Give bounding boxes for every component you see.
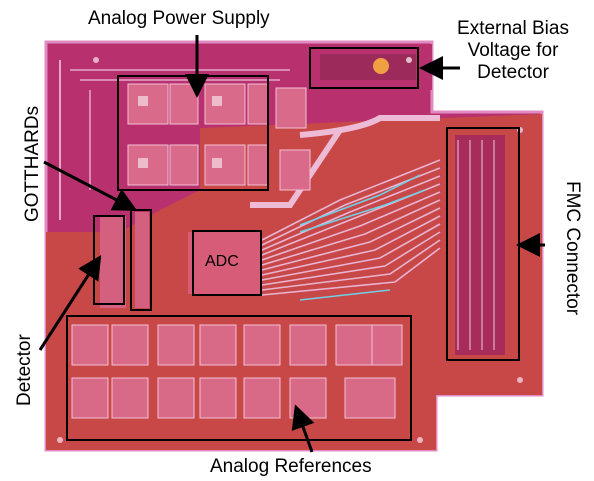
gotthards-box — [130, 209, 152, 311]
label-external-bias-line3: Detector — [477, 62, 549, 83]
arrow-detector — [38, 254, 102, 351]
label-fmc-connector: FMC Connector — [562, 181, 583, 316]
external-bias-box — [309, 47, 419, 89]
label-detector: Detector — [14, 334, 35, 406]
label-external-bias-line1: External Bias — [457, 18, 569, 39]
label-analog-references: Analog References — [210, 456, 372, 477]
adc-box — [192, 230, 262, 296]
label-analog-power-supply: Analog Power Supply — [88, 8, 270, 29]
label-gotthards: GOTTHARDs — [22, 105, 43, 222]
label-adc: ADC — [205, 253, 239, 270]
label-external-bias-line2: Voltage for — [467, 40, 559, 61]
analog-references-box — [66, 315, 412, 441]
arrow-gotthards — [43, 160, 138, 211]
arrow-analog-references — [291, 404, 315, 453]
label-external-bias: External Bias Voltage for Detector — [448, 18, 578, 84]
